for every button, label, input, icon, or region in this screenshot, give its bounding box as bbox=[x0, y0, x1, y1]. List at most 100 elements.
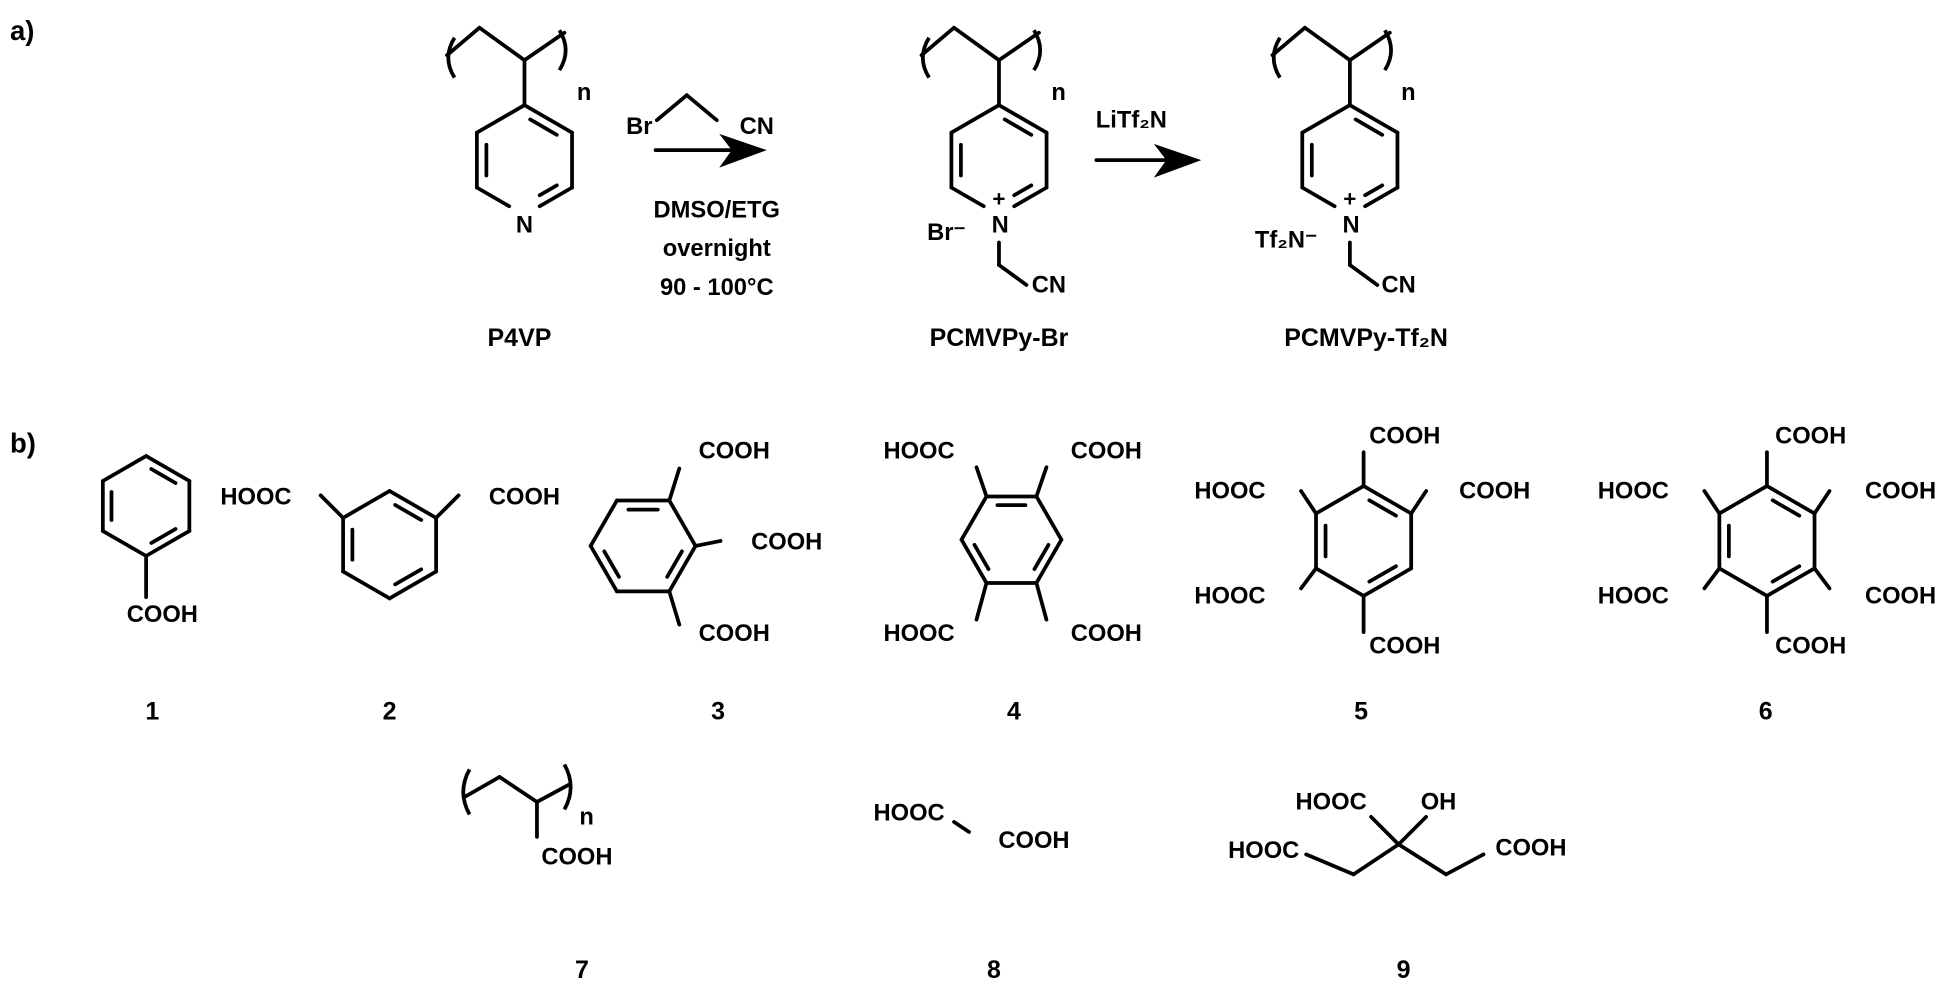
double-bond-inner bbox=[1367, 564, 1398, 584]
pcmvpy-tf2n-structure: n + N Tf₂N⁻ CN PCMVPy-Tf₂N bbox=[1255, 80, 1448, 352]
pcmvpy-br-structure: n + N Br⁻ CN PCMVPy-Br bbox=[927, 80, 1069, 352]
cyanomethyl-bond bbox=[997, 263, 1029, 287]
backbone-bond bbox=[1270, 25, 1307, 58]
ring-bond bbox=[997, 103, 1049, 135]
ring-bond bbox=[1034, 494, 1064, 542]
pyridinium-nitrogen: N bbox=[992, 213, 1009, 239]
substituent-bond bbox=[1812, 489, 1832, 516]
panel-a: a) n N P4VP Br CN DMSO/ETG overnight 90 … bbox=[10, 15, 1448, 352]
condition-solvent: DMSO/ETG bbox=[654, 198, 781, 224]
compound-2: HOOC COOH 2 bbox=[220, 485, 560, 726]
carboxyl-group: HOOC bbox=[883, 621, 954, 647]
ring-bond bbox=[1765, 484, 1817, 516]
backbone-bond bbox=[497, 775, 539, 804]
ring-bond bbox=[341, 489, 392, 520]
carboxyl-group: COOH bbox=[489, 485, 560, 511]
repeat-n: n bbox=[1401, 80, 1416, 106]
ring-bond bbox=[1361, 484, 1414, 516]
p4vp-structure: n N P4VP bbox=[488, 80, 592, 352]
ring-bond bbox=[100, 529, 148, 558]
backbone-bond bbox=[1351, 842, 1401, 877]
carboxyl-group: HOOC bbox=[1598, 583, 1669, 609]
backbone-bond bbox=[1396, 842, 1448, 877]
compound-number: 3 bbox=[711, 698, 725, 726]
carboxyl-group: HOOC bbox=[1194, 583, 1265, 609]
condition-time: overnight bbox=[663, 236, 771, 262]
nitrile-cn: CN bbox=[1032, 272, 1066, 298]
substituent-bond bbox=[1702, 489, 1722, 516]
double-bond-inner bbox=[665, 549, 684, 579]
double-bond-inner bbox=[149, 467, 178, 485]
compound-number: 7 bbox=[575, 956, 589, 984]
repeat-n: n bbox=[577, 80, 592, 106]
polymer-bracket-right bbox=[562, 763, 573, 811]
polymer-bracket-right bbox=[557, 29, 568, 72]
reagent-bond bbox=[684, 93, 719, 123]
compound-1: COOH 1 bbox=[127, 602, 198, 725]
backbone-bond bbox=[997, 30, 1041, 63]
backbone-bond bbox=[477, 25, 527, 63]
double-bond-inner bbox=[1367, 498, 1398, 518]
compound-8: HOOC COOH 8 bbox=[873, 801, 1069, 984]
compound-number: 6 bbox=[1759, 698, 1773, 726]
ring-bond bbox=[100, 454, 148, 483]
ring-bond bbox=[1300, 103, 1352, 135]
ring-bond bbox=[959, 537, 989, 585]
polymer-bracket-left bbox=[920, 36, 931, 79]
ring-bond bbox=[588, 544, 619, 594]
carboxyl-group: COOH bbox=[127, 602, 198, 628]
double-bond-inner bbox=[1032, 543, 1051, 571]
ring-bond bbox=[1361, 566, 1414, 598]
arrow-head-icon bbox=[1153, 143, 1202, 178]
backbone-bond bbox=[919, 25, 956, 58]
ring-bond bbox=[387, 569, 438, 601]
backbone-bond bbox=[1304, 852, 1356, 877]
ring-bond bbox=[667, 498, 698, 548]
ring-bond bbox=[537, 185, 574, 209]
compound-label-p4vp: P4VP bbox=[488, 324, 552, 352]
compound-number: 1 bbox=[145, 698, 159, 726]
carboxyl-group: COOH bbox=[1865, 478, 1936, 504]
ring-bond bbox=[144, 454, 192, 483]
compound-3: COOH COOH COOH 3 bbox=[699, 439, 823, 726]
double-bond-inner bbox=[1353, 117, 1385, 137]
compound-number: 9 bbox=[1397, 956, 1411, 984]
compound-number: 4 bbox=[1007, 698, 1021, 726]
double-bond-inner bbox=[1770, 564, 1802, 584]
ring-bond bbox=[949, 103, 1001, 135]
double-bond-inner bbox=[602, 549, 621, 579]
ring-bond bbox=[1765, 566, 1817, 598]
ring-bond bbox=[341, 569, 392, 601]
repeat-n: n bbox=[579, 804, 594, 830]
arrow-head-icon bbox=[719, 133, 767, 168]
ring-bond bbox=[1363, 185, 1400, 209]
substituent-bond bbox=[693, 539, 723, 548]
carboxyl-group: COOH bbox=[998, 828, 1069, 854]
ring-bond bbox=[1347, 103, 1400, 135]
carboxyl-group: COOH bbox=[1459, 478, 1530, 504]
nitrile-cn: CN bbox=[1381, 272, 1415, 298]
ring-bond bbox=[522, 103, 574, 135]
carboxyl-group: COOH bbox=[699, 621, 770, 647]
pyridine-nitrogen: N bbox=[516, 213, 533, 239]
compound-number: 8 bbox=[987, 956, 1001, 984]
substituent-bond bbox=[1812, 566, 1832, 591]
double-bond-inner bbox=[1012, 183, 1034, 198]
bonds-layer bbox=[100, 25, 1832, 877]
substituent-bond bbox=[434, 493, 461, 520]
compound-7: n COOH 7 bbox=[541, 804, 612, 984]
ring-bond bbox=[1034, 537, 1064, 585]
positive-charge: + bbox=[1343, 186, 1356, 211]
double-bond-inner bbox=[393, 567, 424, 587]
compound-label-pcmvpy-tf2n: PCMVPy-Tf₂N bbox=[1284, 324, 1448, 352]
hydroxyl-group: OH bbox=[1421, 789, 1457, 815]
backbone-bond bbox=[1444, 852, 1486, 877]
reagent-br: Br bbox=[626, 114, 652, 140]
carboxyl-group: HOOC bbox=[1296, 789, 1367, 815]
carboxyl-group: COOH bbox=[751, 530, 822, 556]
ring-bond bbox=[1314, 484, 1366, 516]
backbone-bond bbox=[522, 30, 567, 63]
double-bond-inner bbox=[1770, 498, 1802, 518]
positive-charge: + bbox=[992, 186, 1005, 211]
double-bond-inner bbox=[149, 527, 178, 545]
